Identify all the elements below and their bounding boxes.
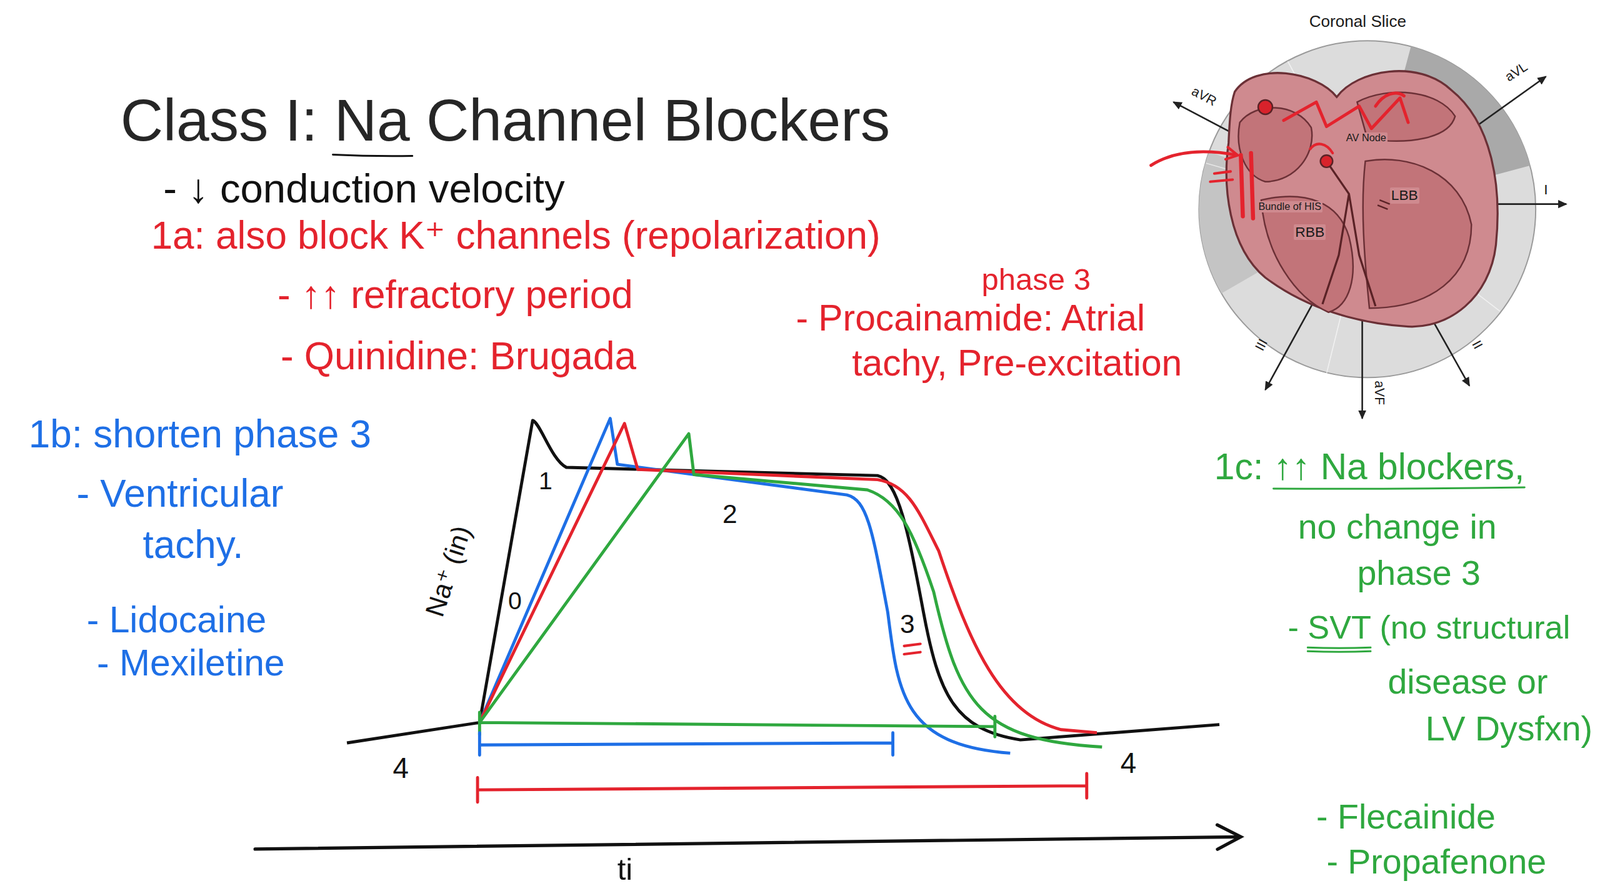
anatomy-label: RBB bbox=[1293, 224, 1326, 240]
lead-label: II bbox=[1469, 338, 1486, 352]
class-1b-duration bbox=[479, 733, 893, 756]
emphasis-underline bbox=[1307, 647, 1371, 649]
class-1c-duration bbox=[479, 712, 995, 737]
drug-note: - Flecainide bbox=[1316, 798, 1496, 837]
bullet-note: disease or bbox=[1387, 663, 1548, 702]
lead-label: aVL bbox=[1502, 58, 1530, 84]
heading-underline bbox=[1273, 487, 1525, 489]
phase-number: 4 bbox=[1120, 748, 1137, 780]
anatomy-label: LBB bbox=[1390, 187, 1420, 204]
title-underline bbox=[333, 154, 413, 156]
time-axis bbox=[255, 836, 1240, 850]
reentry-arrow bbox=[1151, 151, 1237, 166]
av-node bbox=[1320, 155, 1334, 168]
axis-label: Na⁺ (in) bbox=[420, 522, 478, 621]
drug-note: tachy, Pre-excitation bbox=[851, 343, 1182, 384]
class-heading: 1b: shorten phase 3 bbox=[28, 413, 372, 456]
bullet-note: - SVT (no structural bbox=[1287, 610, 1570, 646]
bundle-mark bbox=[1377, 200, 1390, 210]
annotation-stroke bbox=[1210, 171, 1233, 182]
drug-note: - Propafenone bbox=[1326, 843, 1547, 882]
lead-label: aVF bbox=[1372, 380, 1387, 405]
drug-note: - Procainamide: Atrial bbox=[795, 298, 1145, 339]
slide-title: Class I: Na Channel Blockers bbox=[120, 87, 890, 153]
bullet-note: - ↓ conduction velocity bbox=[163, 166, 565, 212]
bullet-note: - Ventricular bbox=[76, 472, 284, 515]
anatomy-label: AV Node bbox=[1345, 132, 1388, 144]
conduction-bundle bbox=[1322, 161, 1376, 307]
bullet-note: LV Dysfxn) bbox=[1425, 710, 1593, 749]
phase-number: 3 bbox=[900, 610, 915, 640]
emphasis-underline bbox=[1307, 651, 1371, 652]
phase-number: 2 bbox=[722, 500, 738, 530]
class-1c-action-potential bbox=[479, 433, 1102, 747]
class-1a-action-potential bbox=[479, 423, 1097, 734]
sector-divider bbox=[1206, 61, 1500, 374]
lead-label: III bbox=[1251, 336, 1270, 354]
phase-number: 4 bbox=[393, 753, 409, 785]
drug-note: - Quinidine: Brugada bbox=[280, 335, 637, 378]
class-heading: 1a: also block K⁺ channels (repolarizati… bbox=[151, 214, 881, 257]
heart-figure bbox=[1151, 40, 1567, 419]
phase-number: 1 bbox=[538, 467, 553, 495]
class-1a-duration bbox=[477, 773, 1087, 803]
bullet-note: - ↑↑ refractory period bbox=[277, 273, 634, 317]
anatomy-label: Bundle of HIS bbox=[1256, 201, 1323, 213]
baseline-action-potential bbox=[346, 420, 1220, 744]
left-ventricle bbox=[1363, 159, 1472, 309]
bullet-note: no change in bbox=[1298, 508, 1497, 547]
figure-caption: Coronal Slice bbox=[1309, 12, 1407, 31]
phase-number: 0 bbox=[508, 587, 522, 615]
reentry-scribble bbox=[1283, 93, 1409, 129]
axis-label: ti bbox=[617, 853, 633, 887]
lead-label: aVR bbox=[1189, 83, 1219, 109]
bullet-note: phase 3 bbox=[1356, 554, 1481, 593]
annotation-stroke bbox=[1310, 143, 1333, 154]
emphasis-mark bbox=[904, 644, 921, 655]
sa-node bbox=[1258, 100, 1273, 115]
right-atrium bbox=[1238, 107, 1313, 182]
duration-brackets bbox=[477, 712, 1087, 803]
heart-outline bbox=[1226, 71, 1498, 327]
drug-note: - Mexiletine bbox=[96, 643, 285, 684]
bullet-note: tachy. bbox=[143, 523, 244, 567]
class-heading: 1c: ↑↑ Na blockers, bbox=[1214, 446, 1525, 488]
lead-label: I bbox=[1543, 181, 1548, 198]
lead-wheel bbox=[1198, 40, 1536, 378]
annotation: phase 3 bbox=[981, 263, 1091, 297]
block-stroke bbox=[1240, 153, 1254, 219]
drug-note: - Lidocaine bbox=[86, 600, 267, 641]
